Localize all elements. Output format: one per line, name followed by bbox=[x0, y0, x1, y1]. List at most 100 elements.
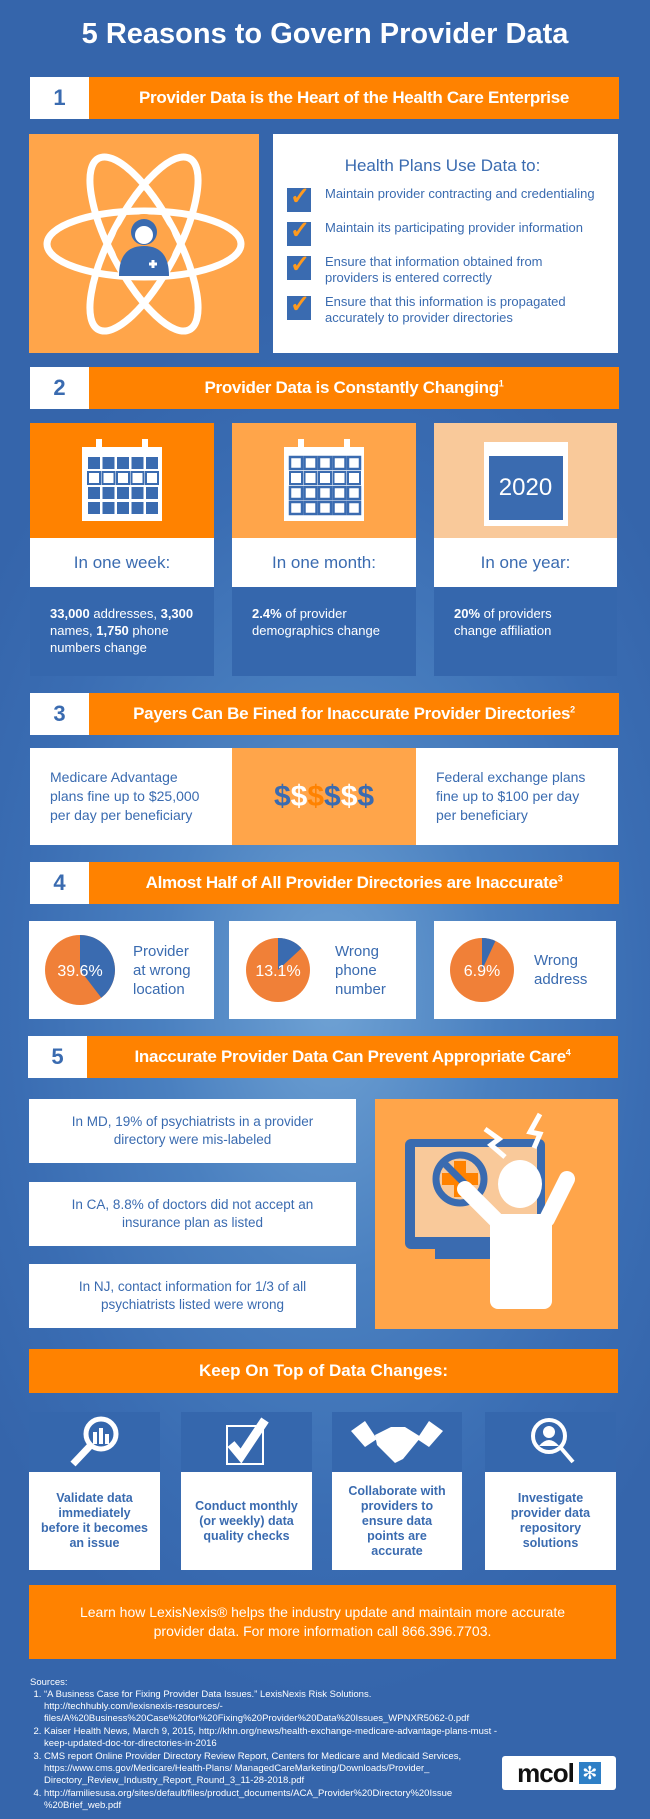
list-title: Health Plans Use Data to: bbox=[344, 156, 541, 175]
calendar-day bbox=[317, 500, 333, 515]
calendar-day bbox=[87, 470, 101, 485]
section-number: 2 bbox=[30, 367, 89, 409]
pie-value-label: 6.9% bbox=[464, 963, 500, 980]
pie-caption: Wrong address bbox=[534, 952, 588, 988]
calendar-day bbox=[346, 500, 362, 515]
section-1-header: 1 Provider Data is the Heart of the Heal… bbox=[30, 77, 619, 119]
care-fact: In NJ, contact information for 1/3 of al… bbox=[29, 1264, 356, 1328]
section-2-header: 2 Provider Data is Constantly Changing1 bbox=[30, 367, 619, 409]
calendar-day bbox=[145, 470, 159, 485]
source-item: CMS report Online Provider Directory Rev… bbox=[44, 1751, 500, 1787]
section-3-header: 3 Payers Can Be Fined for Inaccurate Pro… bbox=[30, 693, 619, 735]
calendar-day bbox=[102, 501, 115, 514]
calendar-icon bbox=[30, 423, 214, 538]
cta-banner: Learn how LexisNexis® helps the industry… bbox=[29, 1585, 616, 1659]
period-label: In one week: bbox=[30, 538, 214, 587]
sources-title: Sources: bbox=[30, 1677, 68, 1688]
calendar-day bbox=[303, 485, 318, 500]
calendar-day bbox=[131, 501, 144, 514]
tip-card: Conduct monthly (or weekly) data quality… bbox=[181, 1412, 312, 1570]
list-item: ✓Ensure that information obtained from p… bbox=[287, 251, 598, 286]
calendar-day bbox=[346, 485, 362, 500]
handshake-icon bbox=[332, 1412, 462, 1472]
pie-slice-value bbox=[482, 938, 496, 970]
list-item: ✓Ensure that this information is propaga… bbox=[287, 291, 598, 326]
calendar-day bbox=[332, 470, 347, 485]
pie-caption: Wrong phone number bbox=[335, 942, 386, 998]
calendar-day bbox=[102, 456, 115, 469]
calendar-day bbox=[318, 470, 332, 485]
pie-card: 6.9% Wrong address bbox=[434, 921, 616, 1019]
section-5-header: 5 Inaccurate Provider Data Can Prevent A… bbox=[28, 1036, 618, 1078]
checkmark-icon: ✓ bbox=[287, 217, 311, 246]
calendar-day bbox=[332, 455, 347, 470]
calendar-day bbox=[317, 455, 333, 470]
care-fact: In CA, 8.8% of doctors did not accept an… bbox=[29, 1182, 356, 1246]
calendar-day bbox=[332, 485, 347, 500]
person-search-icon bbox=[485, 1412, 616, 1472]
pie-slice-value bbox=[278, 938, 302, 970]
calendar-day bbox=[288, 455, 304, 470]
checkmark-icon: ✓ bbox=[287, 291, 311, 320]
calendar-icon: 2020 bbox=[434, 423, 617, 538]
section-4-header: 4 Almost Half of All Provider Directorie… bbox=[30, 862, 619, 904]
care-fact: In MD, 19% of psychiatrists in a provide… bbox=[29, 1099, 356, 1163]
health-plans-panel: Health Plans Use Data to: ✓Maintain prov… bbox=[273, 134, 618, 353]
calendar-day bbox=[116, 470, 130, 485]
calendar-day bbox=[146, 456, 158, 469]
calendar-day bbox=[303, 470, 318, 485]
list-item: ✓Maintain provider contracting and crede… bbox=[287, 183, 598, 212]
change-stat: 2.4% of provider demographics change bbox=[232, 587, 416, 676]
calendar-day bbox=[131, 456, 144, 469]
pie-slice-value bbox=[80, 935, 115, 998]
medicare-fine: Medicare Advantage plans fine up to $25,… bbox=[30, 748, 232, 845]
section-title: Provider Data is the Heart of the Health… bbox=[138, 88, 570, 107]
calendar-day bbox=[347, 470, 361, 485]
tip-text: Investigate provider data repository sol… bbox=[485, 1472, 616, 1570]
calendar-day bbox=[146, 486, 158, 499]
calendar-day bbox=[289, 470, 303, 485]
pie-value-label: 13.1% bbox=[255, 963, 300, 980]
dollar-signs-icon: $$$$$$ bbox=[232, 748, 416, 845]
calendar-day bbox=[288, 485, 304, 500]
calendar-day bbox=[130, 470, 145, 485]
change-card-month: In one month: 2.4% of provider demograph… bbox=[232, 423, 416, 676]
calendar-day bbox=[88, 501, 100, 514]
calendar-day bbox=[117, 456, 129, 469]
section-title: Inaccurate Provider Data Can Prevent App… bbox=[134, 1047, 571, 1066]
pie-value-label: 39.6% bbox=[57, 963, 102, 980]
section-title: Payers Can Be Fined for Inaccurate Provi… bbox=[133, 704, 575, 723]
section-title: Almost Half of All Provider Directories … bbox=[145, 873, 563, 892]
checkmark-icon: ✓ bbox=[287, 183, 311, 212]
tip-card: Validate data immediately before it beco… bbox=[29, 1412, 160, 1570]
calendar-day bbox=[303, 500, 318, 515]
tip-text: Validate data immediately before it beco… bbox=[29, 1472, 160, 1570]
pie-card: 39.6% Provider at wrong location bbox=[29, 921, 214, 1019]
period-label: In one year: bbox=[434, 538, 617, 587]
calendar-day bbox=[146, 501, 158, 514]
mcol-logo: mcol ✻ bbox=[502, 1756, 616, 1790]
tip-card: Collaborate with providers to ensure dat… bbox=[332, 1412, 462, 1570]
calendar-day bbox=[102, 486, 115, 499]
calendar-day bbox=[288, 500, 304, 515]
checkmark-icon: ✓ bbox=[287, 251, 311, 280]
calendar-day bbox=[88, 456, 100, 469]
tip-text: Conduct monthly (or weekly) data quality… bbox=[181, 1472, 312, 1570]
exchange-fine: Federal exchange plans fine up to $100 p… bbox=[416, 748, 618, 845]
tips-header: Keep On Top of Data Changes: bbox=[29, 1349, 618, 1393]
checkbox-icon bbox=[181, 1412, 312, 1472]
pie-caption: Provider at wrong location bbox=[133, 942, 191, 998]
change-stat: 33,000 addresses, 3,300 names, 1,750 pho… bbox=[30, 587, 214, 676]
pie-chart: 6.9% bbox=[450, 938, 514, 1002]
year-label: 2020 bbox=[488, 455, 563, 520]
source-item: “A Business Case for Fixing Provider Dat… bbox=[44, 1689, 500, 1725]
calendar-icon bbox=[232, 423, 416, 538]
calendar-day bbox=[117, 486, 129, 499]
change-card-week: In one week: 33,000 addresses, 3,300 nam… bbox=[30, 423, 214, 676]
calendar-day bbox=[332, 500, 347, 515]
frustrated-person-computer-icon bbox=[375, 1099, 618, 1329]
atom-doctor-icon bbox=[29, 134, 259, 353]
calendar-day bbox=[101, 470, 116, 485]
asterisk-icon: ✻ bbox=[578, 1762, 601, 1784]
section-number: 4 bbox=[30, 862, 89, 904]
